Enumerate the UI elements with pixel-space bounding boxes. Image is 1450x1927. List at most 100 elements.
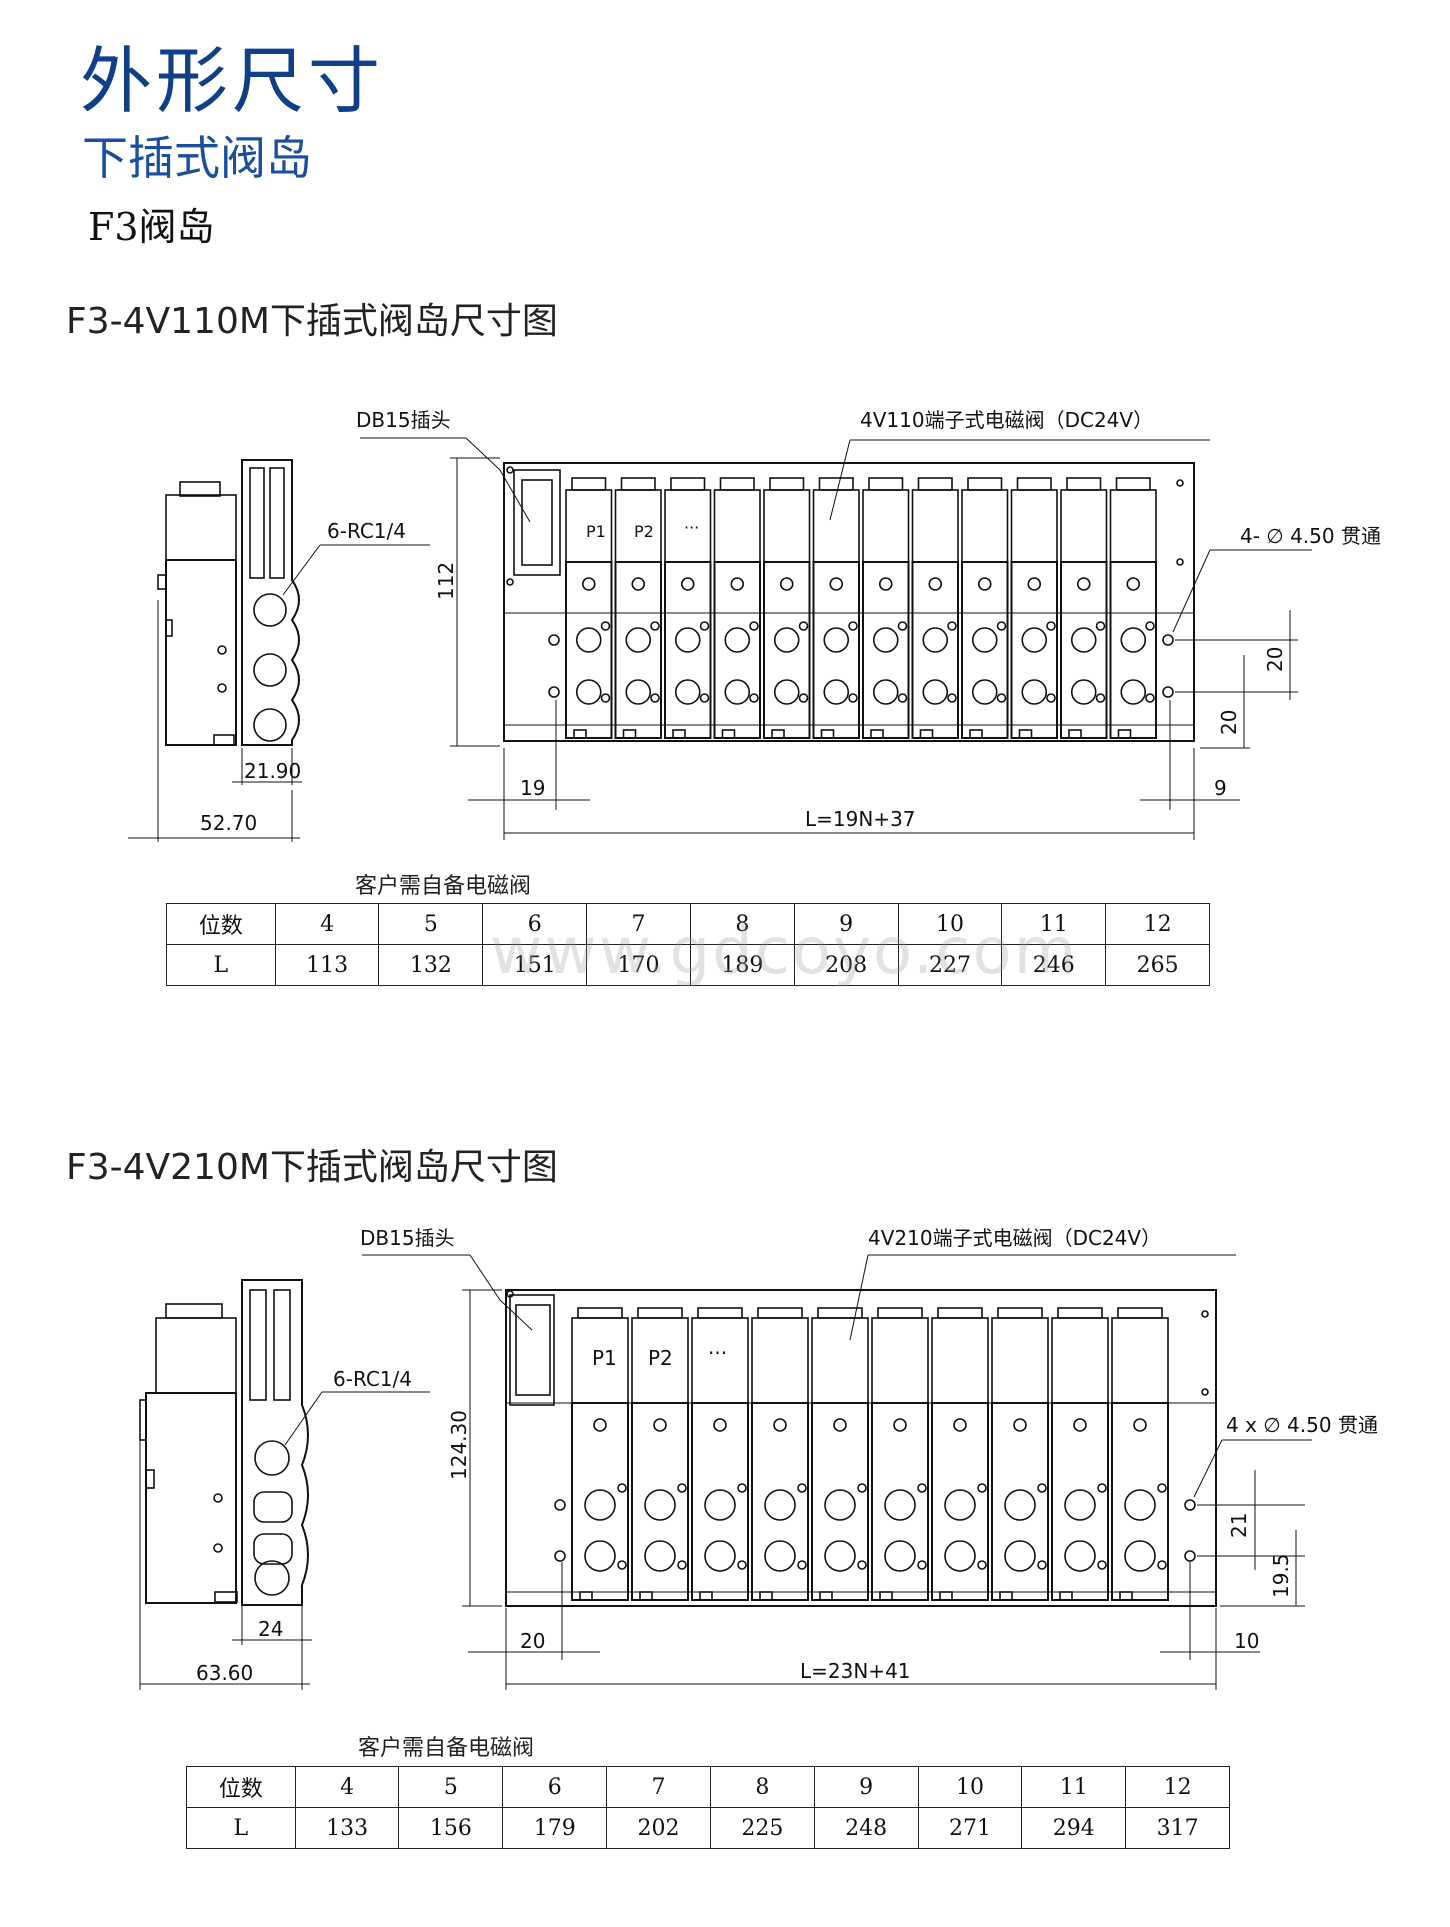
- p1-label-2: P1: [592, 1346, 617, 1370]
- side-view-2: [139, 1279, 430, 1690]
- valve-module: [991, 1307, 1049, 1601]
- table-cell: 202: [606, 1807, 711, 1849]
- pitch-dim-2a: 21: [1227, 1513, 1251, 1538]
- table-cell: 12: [1105, 903, 1210, 945]
- table-row: L 113 132 151 170 189 208 227 246 265: [166, 944, 1210, 986]
- table-cell: 4: [274, 903, 380, 945]
- valve-module: [1111, 1307, 1169, 1601]
- width-dim-2b: 63.60: [196, 1661, 253, 1685]
- valve-module: [664, 477, 712, 739]
- front-view-2: [362, 1254, 1312, 1690]
- valve-module: [565, 477, 613, 739]
- table-cell: 151: [482, 944, 588, 986]
- right-offset-dim-1: 9: [1214, 776, 1227, 800]
- table-cell: 208: [793, 944, 899, 986]
- valve-label-2: 4V210端子式电磁阀（DC24V）: [868, 1226, 1161, 1250]
- table-cell: 265: [1105, 944, 1210, 986]
- valve-module: [931, 1307, 989, 1601]
- table-cell: 5: [378, 903, 484, 945]
- hole-label-1: 4- ∅ 4.50 贯通: [1240, 524, 1381, 548]
- table-cell: 227: [897, 944, 1003, 986]
- front-view-1: [360, 437, 1312, 840]
- table-cell: 294: [1021, 1807, 1127, 1849]
- side-view-1: [128, 459, 430, 842]
- table-cell: 7: [606, 1766, 711, 1808]
- table-cell: 132: [378, 944, 484, 986]
- section-title-2: F3-4V210M下插式阀岛尺寸图: [66, 1147, 558, 1188]
- valve-module: [871, 1307, 929, 1601]
- table-cell: 9: [793, 903, 899, 945]
- table-cell: 6: [482, 903, 588, 945]
- table-cell: 11: [1021, 1766, 1127, 1808]
- port-label-2: 6-RC1/4: [333, 1367, 412, 1391]
- valve-module: [1109, 477, 1157, 739]
- left-offset-dim-2: 20: [520, 1629, 545, 1653]
- valve-module: [1060, 477, 1108, 739]
- section-title-1: F3-4V110M下插式阀岛尺寸图: [66, 301, 558, 342]
- valve-module: [571, 1307, 629, 1601]
- table-header-length: L: [166, 944, 276, 986]
- table-cell: 248: [813, 1807, 919, 1849]
- table-header-count: 位数: [166, 903, 276, 945]
- table-cell: 133: [294, 1807, 400, 1849]
- table-header-count: 位数: [186, 1766, 296, 1808]
- valve-module: [812, 477, 860, 739]
- table-cell: 10: [917, 1766, 1023, 1808]
- table-cell: 9: [813, 1766, 919, 1808]
- table-cell: 12: [1125, 1766, 1230, 1808]
- valve-module: [961, 477, 1009, 739]
- dots-label-1: ···: [684, 518, 699, 537]
- right-offset-dim-2: 10: [1234, 1629, 1259, 1653]
- table-cell: 7: [586, 903, 691, 945]
- valve-module: [691, 1307, 749, 1601]
- table-row: 位数 4 5 6 7 8 9 10 11 12: [186, 1766, 1230, 1808]
- table-cell: 225: [709, 1807, 815, 1849]
- table-row: L 133 156 179 202 225 248 271 294 317: [186, 1807, 1230, 1849]
- left-offset-dim-1: 19: [520, 776, 545, 800]
- valve-module: [713, 477, 761, 739]
- valve-module: [911, 477, 959, 739]
- model-name: F3阀岛: [88, 205, 215, 249]
- table-cell: 8: [709, 1766, 815, 1808]
- connector-label-1: DB15插头: [356, 408, 451, 432]
- table-cell: 4: [294, 1766, 400, 1808]
- length-formula-2: L=23N+41: [800, 1659, 911, 1683]
- valve-module: [1010, 477, 1058, 739]
- dimension-table-2: 位数 4 5 6 7 8 9 10 11 12 L 133 156 179 20…: [186, 1766, 1230, 1849]
- p1-label-1: P1: [586, 522, 606, 541]
- length-formula-1: L=19N+37: [805, 807, 916, 831]
- p2-label-1: P2: [634, 522, 654, 541]
- table-cell: 170: [586, 944, 691, 986]
- table-cell: 10: [897, 903, 1003, 945]
- pitch-dim-2b: 19.5: [1269, 1553, 1293, 1598]
- table-cell: 179: [502, 1807, 608, 1849]
- table-cell: 156: [398, 1807, 504, 1849]
- dimension-table-1: 位数 4 5 6 7 8 9 10 11 12 L 113 132 151 17…: [166, 903, 1210, 986]
- valve-module: [1051, 1307, 1109, 1601]
- table-cell: 5: [398, 1766, 504, 1808]
- width-dim-1b: 52.70: [200, 811, 257, 835]
- page-subtitle: 下插式阀岛: [82, 131, 312, 185]
- table-caption-1: 客户需自备电磁阀: [355, 874, 532, 899]
- valve-module: [763, 477, 811, 739]
- table-caption-2: 客户需自备电磁阀: [358, 1736, 535, 1761]
- valve-module: [751, 1307, 809, 1601]
- watermark: www.gdcoyo.com: [490, 915, 1079, 989]
- p2-label-2: P2: [648, 1346, 673, 1370]
- valve-label-1: 4V110端子式电磁阀（DC24V）: [860, 408, 1153, 432]
- table-cell: 189: [689, 944, 795, 986]
- table-cell: 113: [274, 944, 380, 986]
- width-dim-2a: 24: [258, 1617, 283, 1641]
- table-cell: 317: [1125, 1807, 1230, 1849]
- pitch-dim-1a: 20: [1263, 647, 1287, 672]
- valve-module: [862, 477, 910, 739]
- height-dim-1: 112: [434, 562, 458, 600]
- table-cell: 6: [502, 1766, 608, 1808]
- table-header-length: L: [186, 1807, 296, 1849]
- port-label-1: 6-RC1/4: [327, 519, 406, 543]
- dots-label-2: ···: [708, 1341, 727, 1365]
- height-dim-2: 124.30: [447, 1410, 471, 1480]
- valve-module: [631, 1307, 689, 1601]
- table-cell: 271: [917, 1807, 1023, 1849]
